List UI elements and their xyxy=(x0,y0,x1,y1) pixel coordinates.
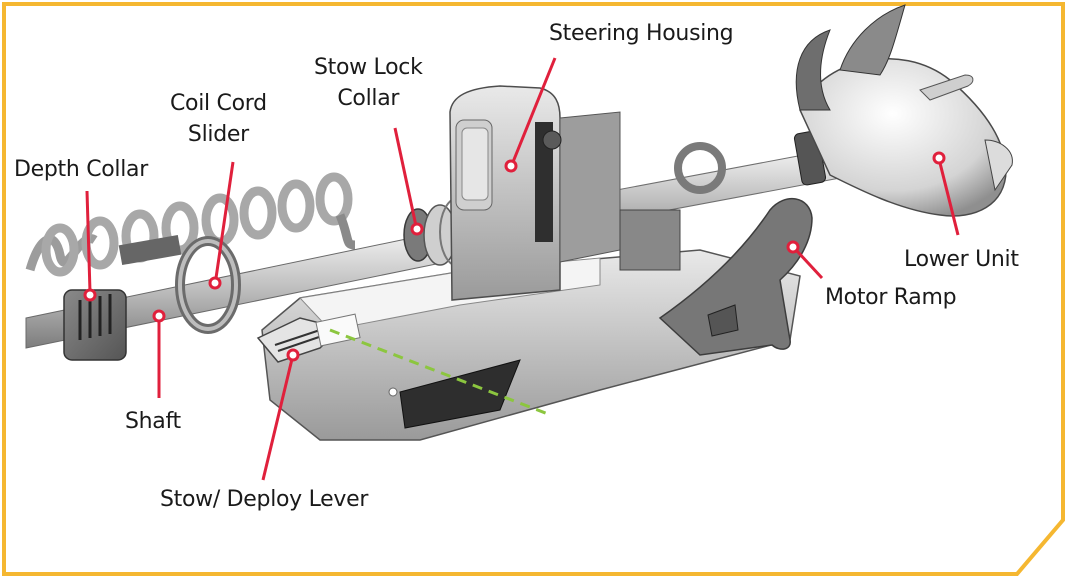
callout-steering-housing xyxy=(504,57,557,173)
label-text: Stow Lock xyxy=(314,55,423,80)
label-stow-deploy-lever: Stow/ Deploy Lever xyxy=(160,488,368,511)
mount-base xyxy=(261,249,801,441)
label-text: Motor Ramp xyxy=(825,285,957,310)
label-lower-unit: Lower Unit xyxy=(904,248,1019,271)
coil-cord xyxy=(25,172,356,277)
label-text: Slider xyxy=(187,122,249,148)
label-text: Collar xyxy=(337,86,400,112)
callout-stow-lock-collar xyxy=(393,127,424,236)
depth-collar-part xyxy=(63,289,127,361)
label-coil-cord-slider: Coil Cord Slider xyxy=(170,92,267,146)
label-motor-ramp: Motor Ramp xyxy=(825,285,957,310)
label-shaft: Shaft xyxy=(125,410,181,433)
callout-shaft xyxy=(152,309,166,398)
brand-badge xyxy=(399,359,521,429)
cord-clip xyxy=(118,234,182,266)
bracket-assembly xyxy=(619,142,726,271)
alignment-guide-line xyxy=(329,328,549,416)
label-text: Shaft xyxy=(125,409,181,434)
callout-stow-deploy-lever xyxy=(261,348,300,481)
callout-motor-ramp xyxy=(786,240,824,280)
steering-housing-part xyxy=(449,85,621,301)
label-depth-collar: Depth Collar xyxy=(14,158,148,181)
lower-unit-part xyxy=(793,4,1013,217)
label-text: Coil Cord xyxy=(170,91,267,116)
label-text: Stow/ Deploy Lever xyxy=(160,487,369,512)
callout-lower-unit xyxy=(932,151,960,236)
label-steering-housing: Steering Housing xyxy=(549,21,734,46)
coil-cord-slider-ring xyxy=(175,236,241,334)
label-text: Steering Housing xyxy=(549,21,734,46)
callout-coil-cord-slider xyxy=(208,161,235,290)
label-stow-lock-collar: Stow Lock Collar xyxy=(314,56,423,110)
trolling-motor-illustration xyxy=(25,4,1013,441)
label-text: Depth Collar xyxy=(14,157,148,182)
motor-ramp-part xyxy=(658,197,813,356)
callouts xyxy=(83,57,960,481)
callout-depth-collar xyxy=(83,190,97,302)
label-text: Lower Unit xyxy=(904,247,1019,272)
